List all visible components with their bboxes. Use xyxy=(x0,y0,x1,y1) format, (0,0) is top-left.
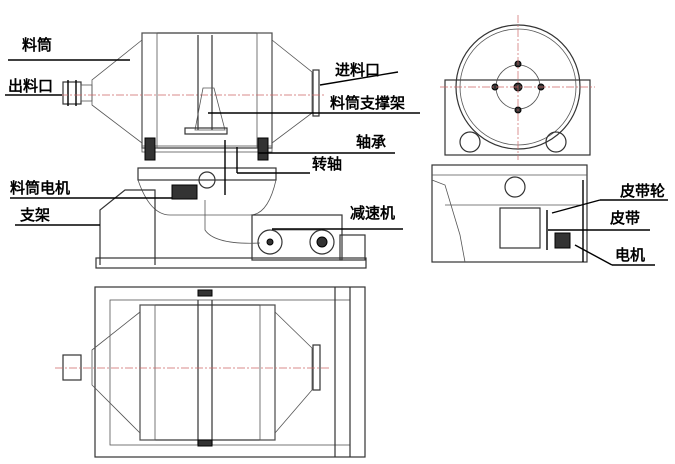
reducer xyxy=(257,229,335,255)
top-view xyxy=(55,286,366,458)
label-belt: 皮带 xyxy=(610,209,640,227)
outlet-flange xyxy=(62,80,93,106)
label-barrel: 料筒 xyxy=(22,36,52,54)
leader-lines xyxy=(5,59,668,266)
side-view xyxy=(60,32,367,269)
barrel-support xyxy=(184,35,228,135)
label-frame: 支架 xyxy=(19,206,50,224)
label-bearing: 轴承 xyxy=(356,133,386,151)
shaft xyxy=(141,137,273,161)
label-reducer: 减速机 xyxy=(350,204,395,222)
label-barrel-support: 料筒支撑架 xyxy=(330,94,405,112)
label-shaft: 转轴 xyxy=(312,155,342,173)
barrel xyxy=(91,32,313,149)
base xyxy=(95,140,367,269)
inlet-flange xyxy=(312,69,320,117)
label-pulley: 皮带轮 xyxy=(620,182,665,200)
label-inlet: 进料口 xyxy=(335,61,380,79)
label-motor: 电机 xyxy=(615,246,645,264)
label-barrel-motor: 料筒电机 xyxy=(10,179,70,197)
end-view xyxy=(431,15,595,263)
label-outlet: 出料口 xyxy=(8,77,53,95)
